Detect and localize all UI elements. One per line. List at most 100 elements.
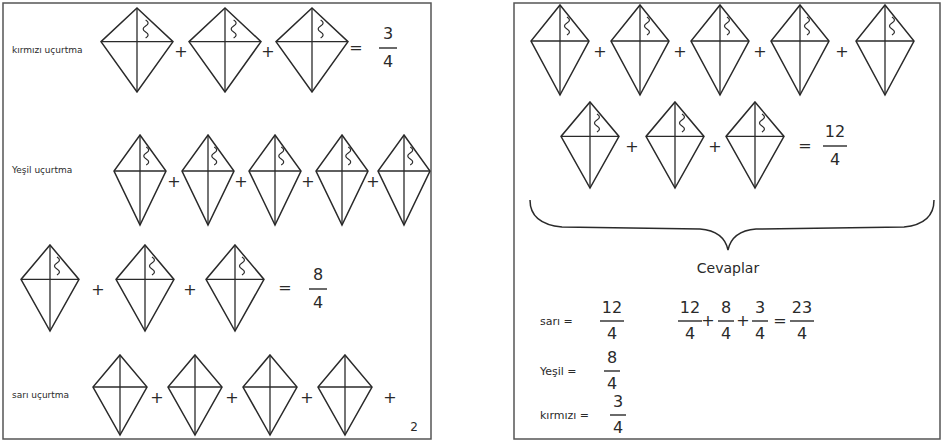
kite-crossbar <box>378 170 430 171</box>
shading-squiggle <box>644 17 649 35</box>
kite-spine <box>719 5 720 95</box>
kite-spine <box>559 5 560 95</box>
operator-sign: + <box>753 44 766 60</box>
kite-crossbar <box>116 279 174 280</box>
kite-spine <box>341 135 342 225</box>
operator-sign: = <box>798 138 811 154</box>
shading-squiggle <box>804 17 809 35</box>
kite-figure <box>168 355 222 435</box>
kite-spine <box>311 8 312 92</box>
fraction-number: 4 <box>721 326 731 342</box>
kite-figure <box>726 102 784 188</box>
kite-outline <box>168 355 222 435</box>
kite-spine <box>274 135 275 225</box>
kite-crossbar <box>276 41 348 42</box>
kite-spine <box>139 135 140 225</box>
handwritten-label: Cevaplar <box>697 261 759 275</box>
kite-spine <box>207 135 208 225</box>
kite-figure <box>561 102 619 188</box>
kite-outline <box>378 135 430 225</box>
shading-squiggle <box>594 114 599 132</box>
handwritten-label: kırmızı = <box>540 410 589 421</box>
kite-figure <box>189 8 261 92</box>
fraction-bar <box>823 145 847 146</box>
kite-group <box>21 5 914 435</box>
fraction-number: 4 <box>755 326 765 342</box>
operator-sign: + <box>708 139 721 155</box>
kite-figure <box>856 5 914 95</box>
operator-sign: + <box>835 44 848 60</box>
operator-sign: + <box>673 44 686 60</box>
brace <box>530 200 934 250</box>
fraction-number: 8 <box>607 350 617 366</box>
shading-squiggle <box>54 257 59 275</box>
kite-crossbar <box>114 170 166 171</box>
shading-squiggle <box>564 17 569 35</box>
kite-crossbar <box>561 136 619 137</box>
shading-squiggle <box>759 114 764 132</box>
kite-crossbar <box>189 41 261 42</box>
kite-spine <box>269 355 270 435</box>
shading-squiggle <box>318 20 323 38</box>
kite-crossbar <box>726 136 784 137</box>
kite-figure <box>646 102 704 188</box>
kite-crossbar <box>771 40 829 41</box>
fraction-number: 8 <box>721 300 731 316</box>
shading-squiggle <box>408 147 413 165</box>
shading-squiggle <box>144 147 149 165</box>
fraction-number: 12 <box>825 124 845 140</box>
fraction-bar <box>309 288 327 289</box>
fraction-number: 12 <box>602 300 622 316</box>
kite-spine <box>234 245 235 331</box>
kite-spine <box>194 355 195 435</box>
fraction-number: 23 <box>792 300 812 316</box>
handwritten-label: sarı = <box>540 316 573 327</box>
shading-squiggle <box>889 17 894 35</box>
kite-crossbar <box>691 40 749 41</box>
kite-outline <box>316 135 368 225</box>
shading-squiggle <box>346 147 351 165</box>
operator-sign: + <box>300 390 313 406</box>
handwritten-label: Yeşil = <box>540 366 577 377</box>
kite-figure <box>116 245 174 331</box>
kite-spine <box>119 355 120 435</box>
shading-squiggle <box>679 114 684 132</box>
kite-figure <box>276 8 348 92</box>
kite-crossbar <box>646 136 704 137</box>
kite-crossbar <box>611 40 669 41</box>
operator-sign: = <box>278 280 291 296</box>
fraction-number: 2 <box>410 421 418 433</box>
operator-sign: + <box>593 44 606 60</box>
operator-sign: + <box>625 139 638 155</box>
fraction-number: 4 <box>830 152 840 168</box>
kite-outline <box>189 8 261 92</box>
operator-sign: + <box>701 313 714 329</box>
fraction-number: 4 <box>383 54 393 70</box>
handwritten-label: Yeşil uçurtma <box>12 166 72 175</box>
kite-figure <box>611 5 669 95</box>
kite-outline <box>611 5 669 95</box>
operator-sign: + <box>261 44 274 60</box>
operator-sign: + <box>301 174 314 190</box>
kite-spine <box>674 102 675 188</box>
kite-crossbar <box>856 40 914 41</box>
handwritten-label: sarı uçurtma <box>12 391 69 400</box>
fraction-bar <box>600 320 624 321</box>
fraction-bar <box>718 320 734 321</box>
shading-squiggle <box>724 17 729 35</box>
shading-squiggle <box>149 257 154 275</box>
kite-crossbar <box>21 279 79 280</box>
operator-sign: + <box>225 390 238 406</box>
kite-spine <box>49 245 50 331</box>
kite-outline <box>531 5 589 95</box>
fraction-bar <box>604 370 620 371</box>
handwritten-label: kırmızı uçurtma <box>12 46 82 55</box>
kite-crossbar <box>316 170 368 171</box>
operator-sign: + <box>150 390 163 406</box>
operator-sign: + <box>167 174 180 190</box>
fraction-bars <box>309 48 847 415</box>
operator-sign: = <box>773 313 786 329</box>
kite-figure <box>531 5 589 95</box>
